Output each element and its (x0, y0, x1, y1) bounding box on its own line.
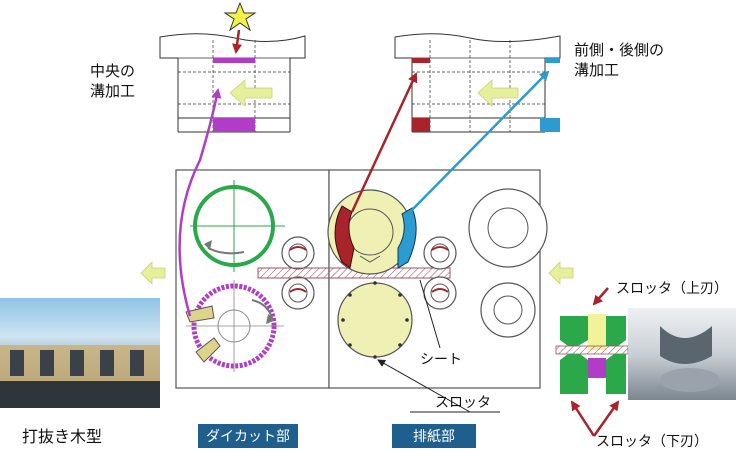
center-groove-bottom-mark (213, 118, 255, 132)
center-groove-label-line2: 溝加工 (90, 82, 135, 100)
slotter-lower-arrow-2 (594, 402, 618, 436)
back-groove-bottom-mark (540, 118, 560, 132)
lower-slotter (338, 281, 412, 359)
slotter-photo (628, 308, 736, 400)
front-groove-bottom-mark (412, 118, 430, 132)
back-groove-top-mark (545, 58, 560, 63)
slotter-upper-arrow (594, 288, 608, 304)
slotter-lower-label: スロッタ（下刃） (596, 434, 708, 450)
die-wood-label: 打抜き木型 (22, 427, 102, 446)
center-groove-top-mark (213, 58, 255, 63)
slotter-lower-arrow-1 (572, 402, 594, 436)
side-groove-label-line2: 溝加工 (574, 61, 619, 79)
input-direction-arrow-icon (549, 262, 573, 284)
center-groove-panel (160, 34, 305, 132)
slotter-label: スロッタ (435, 395, 491, 411)
output-direction-arrow-icon (141, 262, 165, 284)
side-groove-panel (395, 34, 560, 132)
slotter-knife-schematic (556, 312, 628, 394)
side-groove-label-line1: 前側・後側の (574, 41, 664, 59)
die-cut-section-label: ダイカット部 (206, 429, 290, 445)
discharge-section-label: 排紙部 (413, 429, 455, 445)
sheet-label: シート (420, 352, 462, 368)
slotter-upper-label: スロッタ（上刃） (616, 281, 728, 297)
front-groove-top-mark (412, 58, 430, 63)
die-wood-photo (0, 298, 160, 408)
center-groove-label-line1: 中央の (90, 62, 135, 80)
